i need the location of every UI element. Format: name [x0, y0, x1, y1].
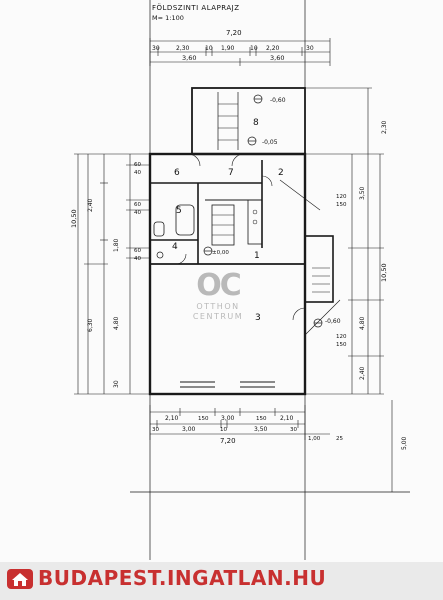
top-dim-2: 10	[205, 45, 213, 52]
top-dim-1: 2,30	[176, 45, 190, 52]
top-dim-6: 30	[306, 45, 314, 52]
left-lower-dim-0: 4,80	[113, 316, 120, 330]
drawing-scale: M= 1:100	[152, 14, 184, 22]
top-dim-5: 2,20	[266, 45, 280, 52]
left-upper-dim-1: 60	[134, 162, 141, 168]
room-1-number: 1	[254, 251, 260, 261]
top-dim-4: 10	[250, 45, 258, 52]
left-upper-dim-2: 40	[134, 170, 141, 176]
room-3-number: 3	[255, 313, 261, 323]
room-8-number: 8	[253, 118, 259, 128]
left-upper-dim-4: 2,40	[87, 198, 94, 212]
left-upper-dim-11: 40	[134, 256, 141, 262]
left-lower-dim-1: 6,30	[87, 318, 94, 332]
bottom-dimension-chain	[149, 405, 330, 440]
watermark-logo: OC	[196, 268, 242, 303]
left-upper-dim-10: 60	[134, 248, 141, 254]
bottom-small-0: 1,00	[308, 436, 321, 442]
right-side-dim-0: 5,00	[401, 436, 408, 450]
right-lower-dim-0: 4,80	[359, 316, 366, 330]
top-dimension-chain	[149, 38, 331, 66]
bottom-seg-1: 3,00	[182, 426, 196, 433]
bottom-small-1: 25	[336, 436, 343, 442]
bottom-opening-0: 2,10	[165, 415, 179, 422]
drawing-title: FÖLDSZINTI ALAPRAJZ	[152, 4, 240, 12]
top-overall-dim: 7,20	[226, 29, 242, 37]
level-markers	[203, 94, 323, 328]
bottom-opening-2: 3,00	[221, 415, 235, 422]
left-upper-dim-6: 40	[134, 210, 141, 216]
left-upper-dim-8: 1,80	[113, 238, 120, 252]
otthon-centrum-watermark: OC OTTHON CENTRUM	[183, 270, 253, 322]
floor-plan-drawing: 7,20 30 2,30 10 1,90 10 2,20 30 3,60 3,6…	[70, 0, 410, 560]
right-lower-dim-1: 2,40	[359, 366, 366, 380]
bottom-overall-dim: 7,20	[220, 437, 236, 445]
right-overall-dim: 10,50	[380, 263, 388, 282]
bottom-opening-3: 150	[256, 416, 267, 422]
bottom-seg-2: 10	[220, 427, 227, 433]
room-5-number: 5	[176, 206, 182, 216]
window-dim-1: 150	[336, 202, 347, 208]
bottom-seg-3: 3,50	[254, 426, 268, 433]
right-dimension-chain	[305, 87, 393, 492]
window-dim-4: 120	[336, 334, 347, 340]
bottom-seg-0: 30	[152, 427, 159, 433]
level-entry: ±0,00	[212, 250, 229, 256]
level-side: -0,60	[325, 318, 341, 325]
level-terrace: -0,60	[270, 97, 286, 104]
window-dim-5: 150	[336, 342, 347, 348]
bottom-opening-1: 150	[198, 416, 209, 422]
building-walls	[148, 87, 341, 396]
window-dim-0: 120	[336, 194, 347, 200]
left-dimension-chain	[74, 153, 150, 395]
top-half-0: 3,60	[182, 54, 196, 62]
bottom-seg-4: 30	[290, 427, 297, 433]
room-4-number: 4	[172, 242, 178, 252]
top-half-1: 3,60	[270, 54, 284, 62]
top-dim-0: 30	[152, 45, 160, 52]
footer-bar	[0, 562, 443, 600]
watermark-line-2: CENTRUM	[192, 312, 244, 321]
top-dim-3: 1,90	[221, 45, 235, 52]
level-stair: -0,05	[262, 139, 278, 146]
room-7-number: 7	[228, 168, 234, 178]
bottom-opening-4: 2,10	[280, 415, 294, 422]
left-overall-dim: 10,50	[70, 209, 78, 228]
site-name[interactable]: BUDAPEST.INGATLAN.HU	[38, 566, 327, 590]
watermark-line-1: OTTHON	[196, 302, 240, 311]
right-upper-dim-0: 2,30	[381, 120, 388, 134]
right-upper-dim-2: 3,50	[359, 186, 366, 200]
left-lower-dim-2: 30	[113, 380, 120, 388]
house-logo-icon	[7, 569, 33, 589]
room-6-number: 6	[174, 168, 180, 178]
plan-labels: 7,20 30 2,30 10 1,90 10 2,20 30 3,60 3,6…	[70, 29, 408, 450]
room-2-number: 2	[278, 168, 284, 178]
left-upper-dim-5: 60	[134, 202, 141, 208]
